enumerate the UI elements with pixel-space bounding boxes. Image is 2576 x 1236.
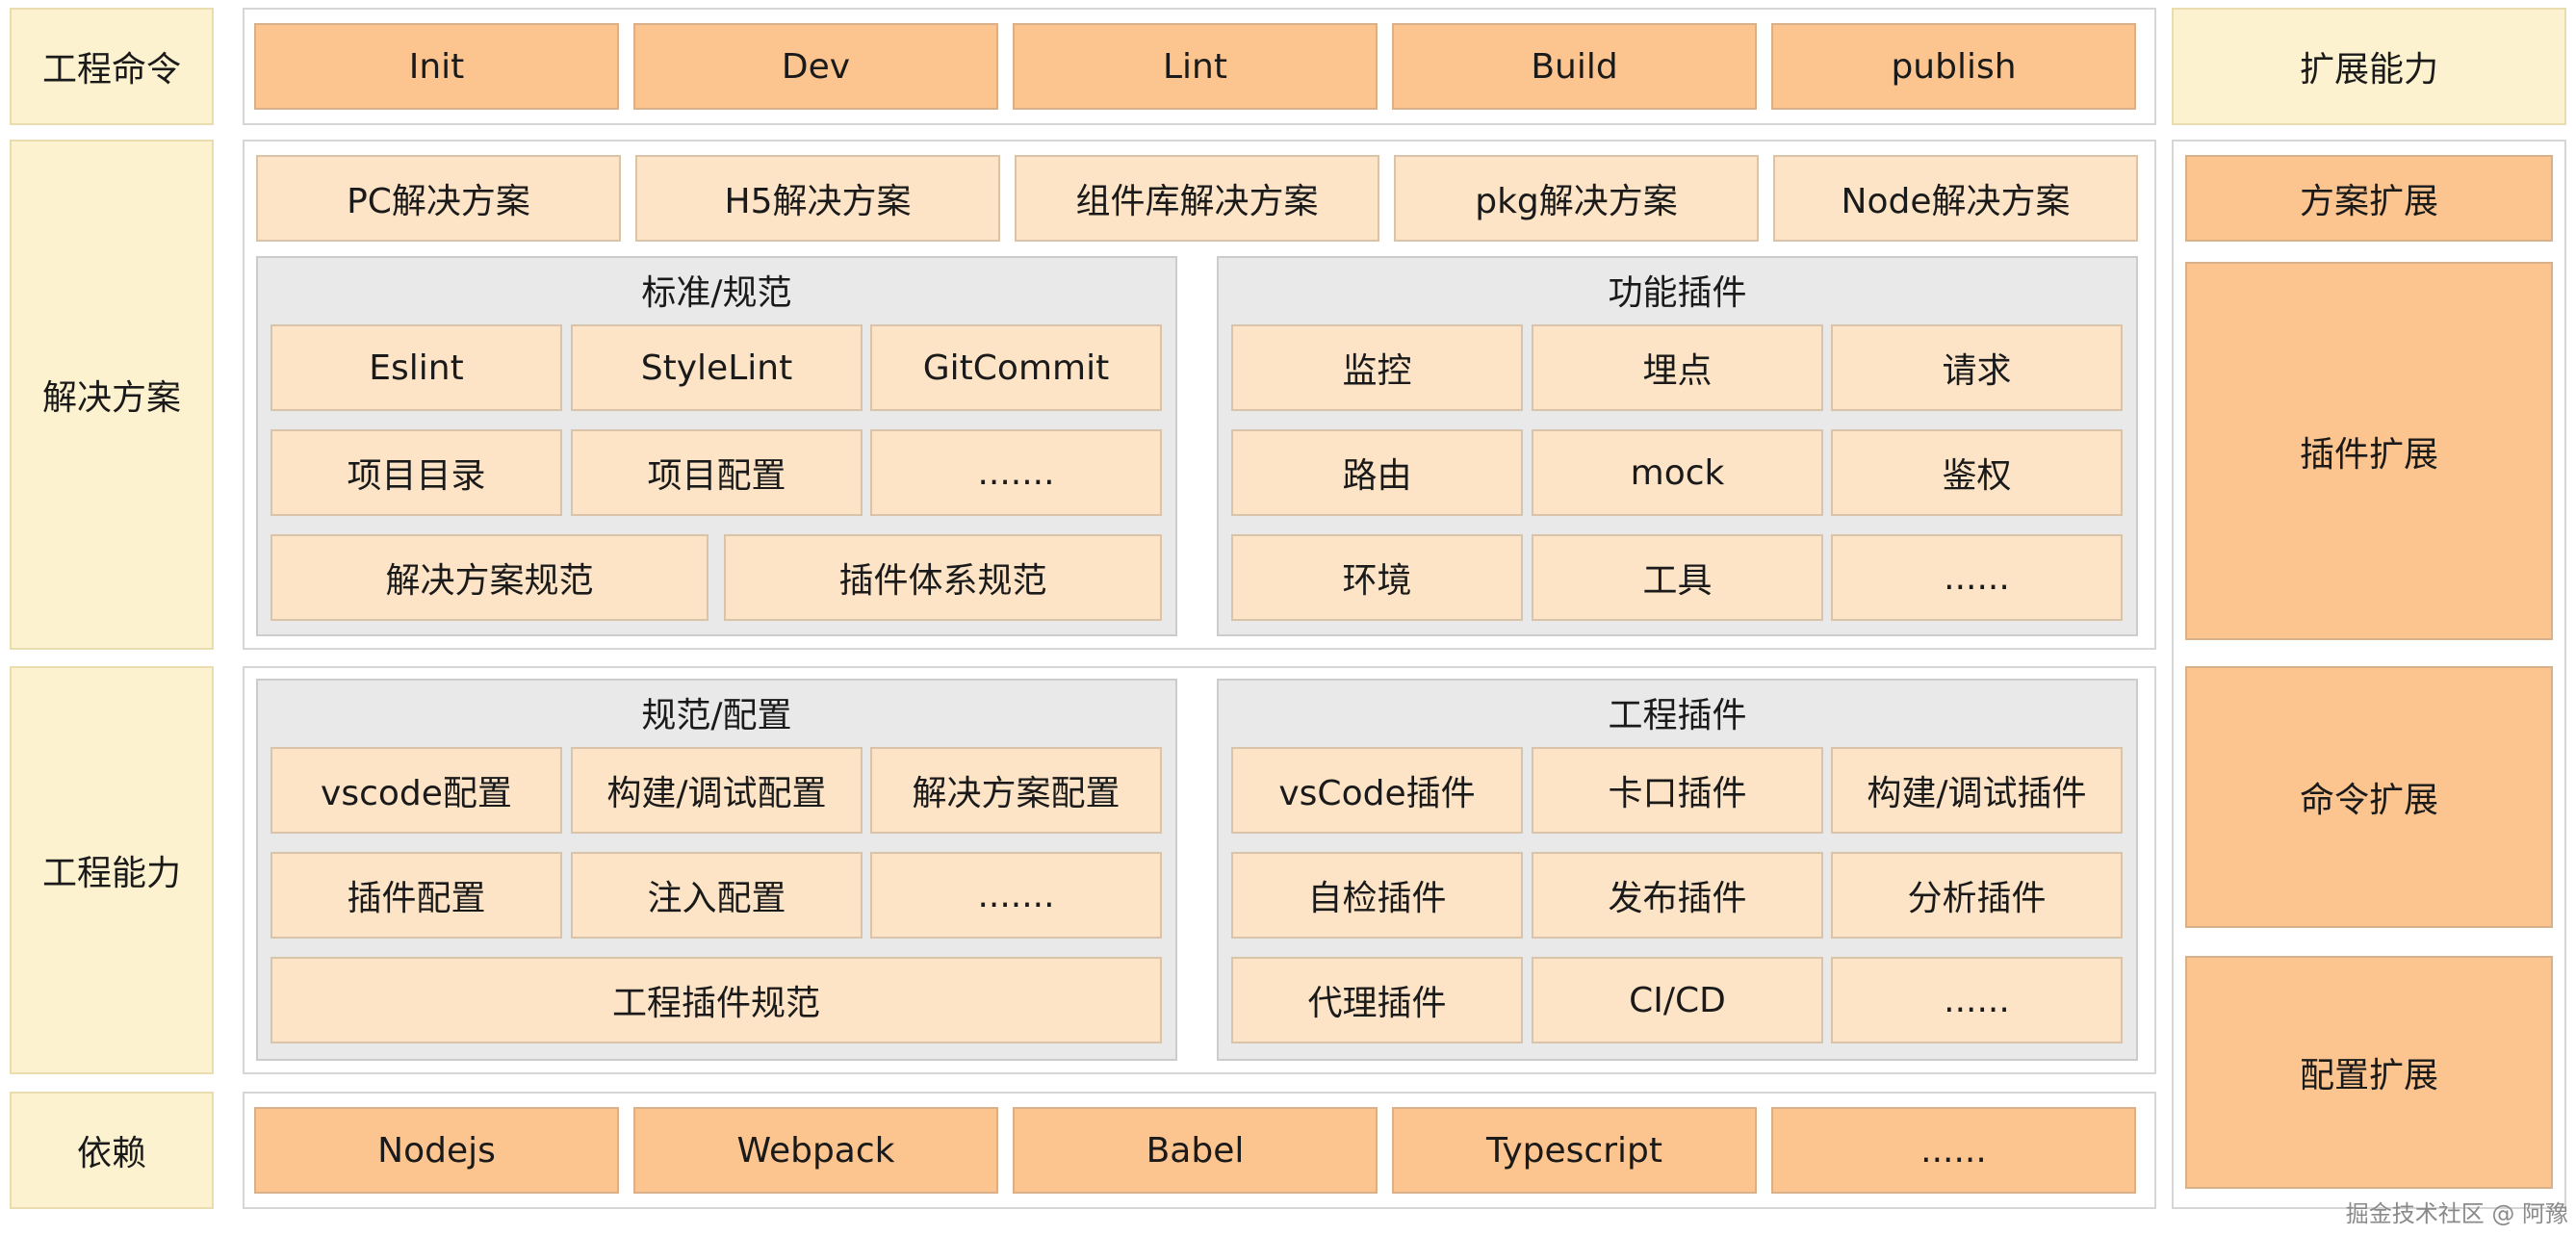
eng-plugin-item[interactable]: vsCode插件 [1231,747,1523,834]
solution-type-h5[interactable]: H5解决方案 [635,155,1000,242]
eng-plugin-item[interactable]: 构建/调试插件 [1831,747,2123,834]
feature-plugin-item[interactable]: mock [1532,429,1823,516]
config-item[interactable]: ....... [870,852,1162,939]
eng-plugin-item[interactable]: 代理插件 [1231,957,1523,1043]
row-header-capabilities: 工程能力 [10,666,214,1074]
solution-type-pc[interactable]: PC解决方案 [256,155,621,242]
command-init[interactable]: Init [254,23,619,110]
watermark: 掘金技术社区 @ 阿豫 [2345,1199,2568,1227]
feature-plugin-item[interactable]: 监控 [1231,324,1523,411]
config-item[interactable]: 注入配置 [571,852,863,939]
dependency-item[interactable]: Typescript [1392,1107,1757,1194]
config-item[interactable]: 解决方案配置 [870,747,1162,834]
config-item[interactable]: 插件配置 [270,852,562,939]
standards-group-title: 标准/规范 [641,273,792,313]
dependency-item[interactable]: Webpack [633,1107,998,1194]
eng-plugin-item[interactable]: 卡口插件 [1532,747,1823,834]
feature-plugins-group-title: 功能插件 [1608,273,1747,313]
config-group-title: 规范/配置 [641,696,792,735]
eng-plugin-item[interactable]: ...... [1831,957,2123,1043]
row-header-dependencies: 依赖 [10,1092,214,1209]
extension-solution[interactable]: 方案扩展 [2185,155,2553,242]
feature-plugin-item[interactable]: 环境 [1231,534,1523,621]
standards-item[interactable]: 项目目录 [270,429,562,516]
feature-plugin-item[interactable]: 路由 [1231,429,1523,516]
eng-plugin-item[interactable]: 自检插件 [1231,852,1523,939]
command-publish[interactable]: publish [1771,23,2136,110]
feature-plugin-item[interactable]: 请求 [1831,324,2123,411]
standards-item[interactable]: GitCommit [870,324,1162,411]
extension-plugin[interactable]: 插件扩展 [2185,262,2553,640]
standards-item[interactable]: StyleLint [571,324,863,411]
feature-plugin-item[interactable]: ...... [1831,534,2123,621]
feature-plugin-item[interactable]: 鉴权 [1831,429,2123,516]
standards-item[interactable]: 项目配置 [571,429,863,516]
config-item[interactable]: 构建/调试配置 [571,747,863,834]
eng-plugins-group-title: 工程插件 [1608,696,1747,735]
eng-plugin-item[interactable]: CI/CD [1532,957,1823,1043]
extension-config[interactable]: 配置扩展 [2185,956,2553,1189]
dependency-item[interactable]: Babel [1013,1107,1378,1194]
standards-wide-item[interactable]: 解决方案规范 [270,534,708,621]
standards-item[interactable]: ....... [870,429,1162,516]
feature-plugin-item[interactable]: 埋点 [1532,324,1823,411]
solution-type-component-lib[interactable]: 组件库解决方案 [1015,155,1379,242]
command-build[interactable]: Build [1392,23,1757,110]
command-dev[interactable]: Dev [633,23,998,110]
standards-item[interactable]: Eslint [270,324,562,411]
dependency-item[interactable]: Nodejs [254,1107,619,1194]
extension-command[interactable]: 命令扩展 [2185,666,2553,928]
command-lint[interactable]: Lint [1013,23,1378,110]
eng-plugin-item[interactable]: 发布插件 [1532,852,1823,939]
extensions-header: 扩展能力 [2172,8,2566,125]
standards-wide-item[interactable]: 插件体系规范 [724,534,1162,621]
row-header-solutions: 解决方案 [10,140,214,650]
eng-plugin-item[interactable]: 分析插件 [1831,852,2123,939]
solution-type-node[interactable]: Node解决方案 [1773,155,2138,242]
config-item[interactable]: vscode配置 [270,747,562,834]
solution-type-pkg[interactable]: pkg解决方案 [1394,155,1759,242]
config-wide-item[interactable]: 工程插件规范 [270,957,1162,1043]
feature-plugin-item[interactable]: 工具 [1532,534,1823,621]
row-header-commands: 工程命令 [10,8,214,125]
dependency-item[interactable]: ...... [1771,1107,2136,1194]
